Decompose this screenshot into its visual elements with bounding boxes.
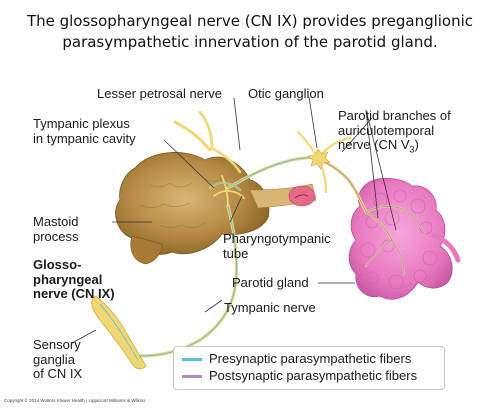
legend-label-presynaptic: Presynaptic parasympathetic fibers [209, 351, 412, 366]
caption-line-2: parasympathetic innervation of the parot… [62, 33, 438, 51]
cn-v-close: ) [414, 137, 419, 152]
otic-ganglion-shape [307, 148, 331, 170]
label-mastoid-process: Mastoid process [33, 214, 79, 244]
label-tympanic-plexus-line-2: in tympanic cavity [33, 130, 136, 146]
label-sensory-line-2: ganglia [33, 351, 75, 367]
copyright-notice: Copyright © 2014 Wolters Kluwer Health |… [4, 398, 146, 403]
legend-label-postsynaptic: Postsynaptic parasympathetic fibers [209, 368, 418, 383]
label-lesser-petrosal-nerve: Lesser petrosal nerve [97, 86, 223, 101]
presynaptic-swatch [182, 358, 202, 361]
label-glosso-line-1: Glosso- [33, 257, 82, 272]
sensory-ganglia-shape [91, 295, 147, 370]
label-mastoid-line-2: process [33, 228, 79, 244]
label-glossopharyngeal-nerve: Glosso- pharyngeal nerve (CN IX) [33, 257, 115, 302]
postsynaptic-swatch [182, 375, 202, 378]
label-mastoid-line-1: Mastoid [33, 214, 79, 229]
postsynaptic-fibers [317, 157, 425, 275]
diagram-caption: The glossopharyngeal nerve (CN IX) provi… [0, 11, 500, 53]
label-parotid-gland: Parotid gland [232, 275, 309, 290]
label-glosso-line-3: nerve (CN IX) [33, 286, 115, 301]
leader-lines [71, 96, 397, 344]
cn-v-text: nerve (CN V [338, 137, 410, 152]
label-parotid-branches-line-2: auriculotemporal [338, 122, 435, 138]
caption-line-1: The glossopharyngeal nerve (CN IX) provi… [26, 12, 474, 30]
label-pharyngotympanic-tube: Pharyngotympanic tube [223, 231, 331, 261]
label-sensory-ganglia: Sensory ganglia of CN IX [33, 337, 83, 382]
tympanic-nerve-presynaptic [139, 205, 237, 357]
ganglia-presynaptic [99, 303, 139, 361]
label-pharyngotympanic-line-1: Pharyngotympanic [223, 231, 331, 246]
label-parotid-branches: Parotid branches of auriculotemporal ner… [338, 108, 451, 157]
label-sensory-line-1: Sensory [33, 337, 81, 352]
mastoid-process [130, 235, 163, 265]
parotid-duct [431, 233, 461, 263]
label-parotid-branches-line-3: nerve (CN V3) [338, 137, 451, 157]
label-otic-ganglion: Otic ganglion [248, 86, 324, 101]
fiber-legend: Presynaptic parasympathetic fibers Posts… [173, 346, 445, 390]
temporal-bone [115, 152, 270, 255]
label-glosso-line-2: pharyngeal [33, 271, 103, 287]
label-sensory-line-3: of CN IX [33, 366, 83, 381]
label-tympanic-nerve: Tympanic nerve [224, 300, 316, 315]
tube-opening [288, 185, 316, 207]
tube-opening-detail [294, 194, 309, 199]
label-pharyngotympanic-line-2: tube [223, 245, 249, 261]
label-parotid-branches-line-1: Parotid branches of [338, 108, 451, 123]
label-tympanic-plexus-line-1: Tympanic plexus [33, 116, 130, 131]
cn-v-subscript: 3 [409, 144, 415, 155]
label-tympanic-plexus: Tympanic plexus in tympanic cavity [33, 116, 136, 146]
